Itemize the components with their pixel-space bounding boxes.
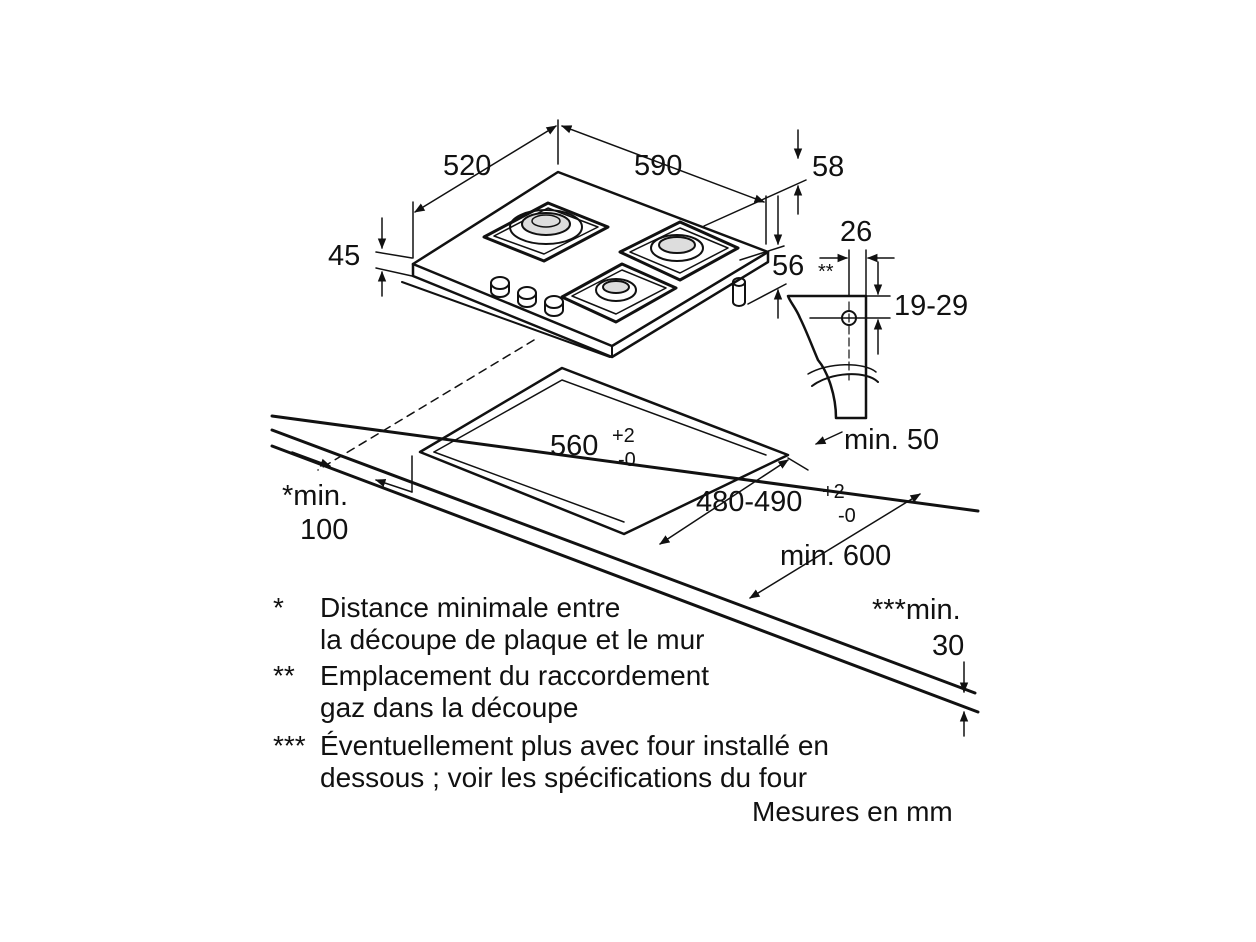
- note-3-mark: ***: [273, 730, 306, 761]
- length-label: 590: [634, 150, 683, 182]
- cutout-depth-tol-minus: -0: [838, 505, 856, 527]
- cutout-width-tol-minus: -0: [618, 449, 636, 471]
- min-50-label: min. 50: [844, 424, 940, 456]
- bracket-26-label: 26: [840, 216, 873, 248]
- note-2-line-1: Emplacement du raccordement: [320, 660, 710, 691]
- height-58-label: 58: [812, 151, 845, 183]
- width-label: 520: [443, 150, 492, 182]
- min-600-label: min. 600: [780, 540, 892, 572]
- hob: [401, 170, 770, 359]
- projection-line: [317, 339, 535, 471]
- note-3-line-2: dessous ; voir les spécifications du fou…: [320, 762, 808, 793]
- note-1-line-2: la découpe de plaque et le mur: [320, 624, 705, 655]
- note-1-mark: *: [273, 592, 284, 623]
- min-100-value: 100: [300, 514, 349, 546]
- clamp-bracket: [786, 294, 879, 420]
- bracket-19-29-label: 19-29: [894, 290, 969, 322]
- note-3-line-1: Éventuellement plus avec four installé e…: [320, 730, 829, 761]
- dimension-lines: [291, 119, 969, 737]
- cutout-depth-tol-plus: +2: [822, 481, 845, 503]
- note-1-line-1: Distance minimale entre: [320, 592, 621, 623]
- cutout: [418, 366, 790, 536]
- units-note: Mesures en mm: [752, 796, 953, 827]
- note-2-mark: **: [273, 660, 295, 691]
- note-2-line-2: gaz dans la découpe: [320, 692, 579, 723]
- cutout-width-label: 560: [550, 430, 599, 462]
- height-45-label: 45: [328, 240, 361, 272]
- gas-offset-56-label: 56: [772, 250, 805, 282]
- gas-connection-marker: **: [818, 261, 834, 283]
- cutout-width-tol-plus: +2: [612, 425, 635, 447]
- min-30-prefix: ***min.: [872, 594, 961, 626]
- min-100-prefix: *min.: [282, 480, 349, 512]
- cutout-depth-label: 480-490: [696, 486, 803, 518]
- min-30-value: 30: [932, 630, 965, 662]
